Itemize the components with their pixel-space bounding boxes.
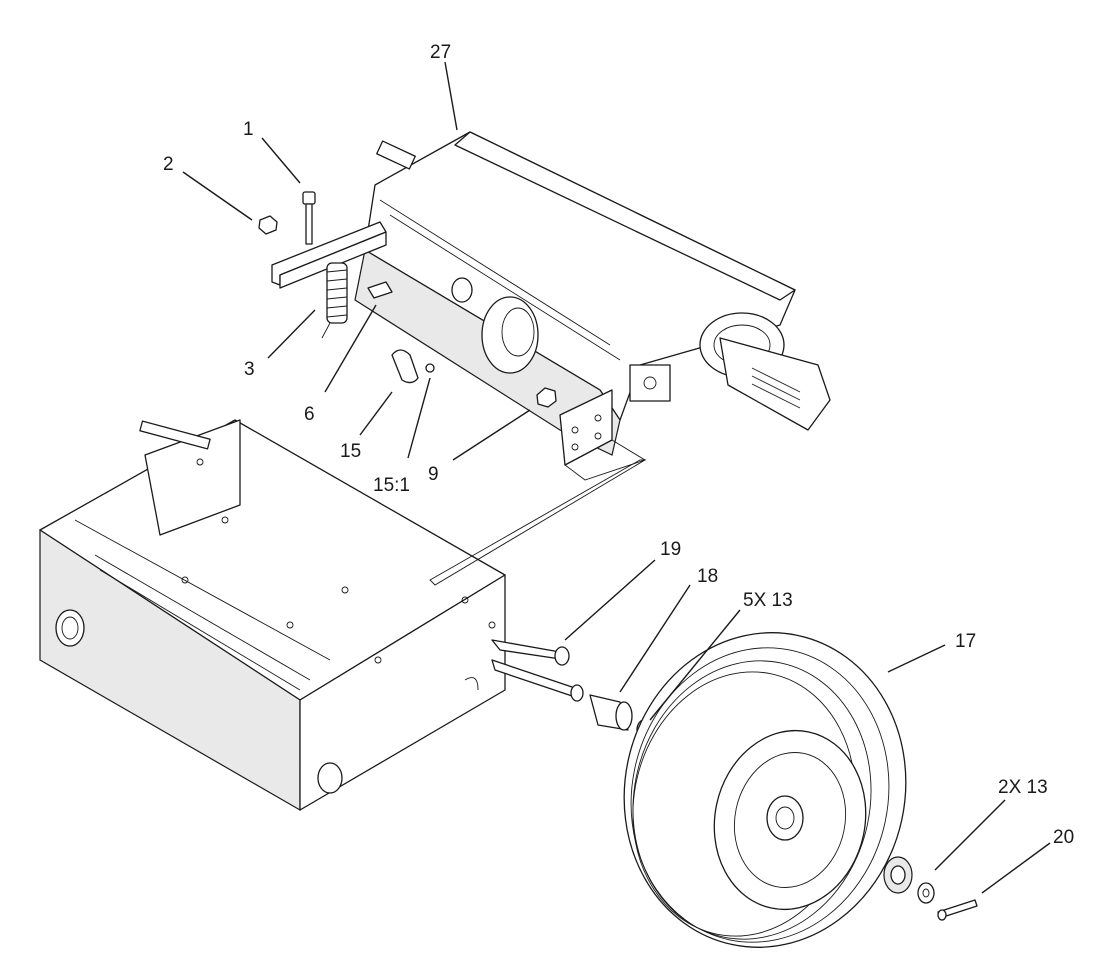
- callout-20: 20: [1053, 827, 1074, 848]
- leader-lines: [182, 61, 1051, 894]
- axle-bolt-19: [491, 639, 570, 666]
- washer-2x13: [917, 882, 935, 904]
- callout-15-1: 15:1: [373, 475, 410, 496]
- callout-1: 1: [243, 119, 254, 140]
- callout-18: 18: [697, 566, 718, 587]
- wheel-17: [623, 632, 907, 948]
- callout-2: 2: [163, 154, 174, 175]
- callout-19: 19: [660, 539, 681, 560]
- mount-plate-9: [559, 389, 647, 481]
- cotter-pin-20: [937, 899, 978, 921]
- spring-3: [321, 262, 348, 339]
- gearbox-housing: [354, 131, 831, 456]
- callout-15: 15: [340, 441, 361, 462]
- callout-3: 3: [244, 359, 255, 380]
- ball-15-1: [425, 363, 435, 373]
- callout-labels: 27 1 2 3 6 15 15:1 9 19 18 5X 13 17 2X 1…: [163, 42, 1074, 848]
- clip-15: [391, 349, 419, 384]
- callout-9: 9: [428, 464, 439, 485]
- callout-27: 27: [430, 42, 451, 63]
- callout-2x13: 2X 13: [998, 777, 1048, 798]
- main-frame: [39, 419, 647, 812]
- nut-9: [536, 387, 557, 408]
- axle-pin: [491, 659, 584, 702]
- nut-2: [258, 215, 278, 235]
- bolt-1: [302, 191, 316, 245]
- pin-6: [367, 281, 393, 299]
- callout-17: 17: [955, 631, 976, 652]
- callout-5x13: 5X 13: [743, 590, 793, 611]
- spacer-18: [589, 694, 633, 731]
- callout-6: 6: [304, 404, 315, 425]
- mounting-bracket: [271, 221, 387, 289]
- bearing: [883, 856, 913, 894]
